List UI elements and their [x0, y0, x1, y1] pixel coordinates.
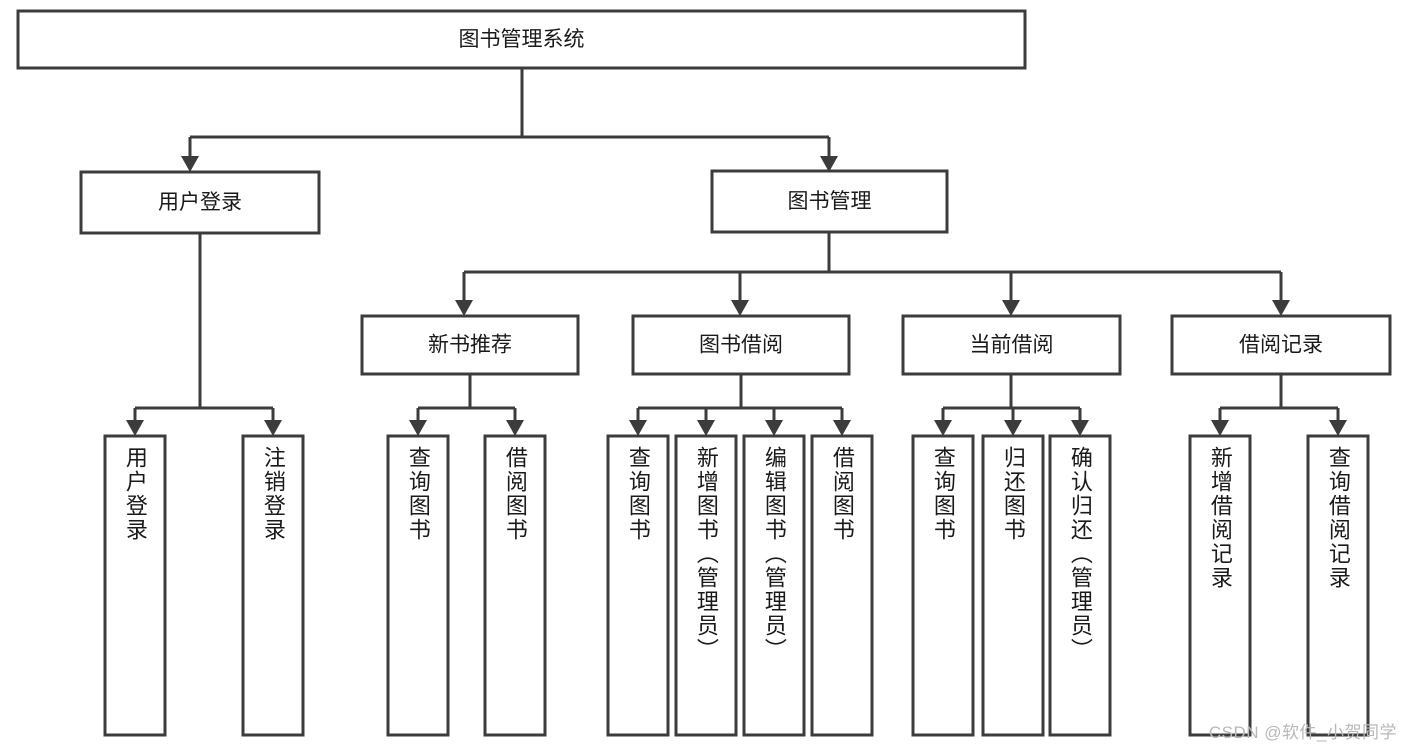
level2-node-2-label: 图书借阅 [699, 334, 783, 357]
leaf-node-10-rect[interactable] [981, 434, 1045, 737]
leaf-node-2-rect[interactable] [241, 434, 305, 737]
edge-level2-1-to-leaves-branch-0-arrowhead [409, 420, 427, 436]
edge-user-login-to-leaves-branch-0-arrowhead [126, 420, 144, 436]
level2-node-1[interactable] [360, 314, 580, 376]
edge-book-management-to-level2-branch-1-arrowhead [731, 300, 749, 316]
leaf-node-12-rect[interactable] [1188, 434, 1252, 737]
root-node-book-management-system[interactable] [16, 9, 1027, 70]
leaf-node-9[interactable] [911, 434, 975, 737]
leaf-node-11-rect[interactable] [1048, 434, 1112, 737]
leaf-node-3[interactable] [386, 434, 450, 737]
leaf-node-5[interactable] [606, 434, 670, 737]
level2-node-2[interactable] [631, 314, 851, 376]
leaf-node-7-rect[interactable] [742, 434, 806, 737]
leaf-node-6-rect[interactable] [674, 434, 738, 737]
edge-level2-3-to-leaves-branch-2-arrowhead [1071, 420, 1089, 436]
edge-user-login-to-leaves-branch-1-arrowhead [264, 420, 282, 436]
leaf-node-8-rect[interactable] [810, 434, 874, 737]
edge-level2-4-to-leaves-branch-0-arrowhead [1211, 420, 1229, 436]
leaf-node-13-rect[interactable] [1306, 434, 1370, 737]
level2-node-3[interactable] [901, 314, 1122, 376]
leaf-node-7[interactable] [742, 434, 806, 737]
edge-book-management-to-level2-branch-0-arrowhead [455, 300, 473, 316]
leaf-node-6[interactable] [674, 434, 738, 737]
edge-level2-3-to-leaves-branch-0-arrowhead [934, 420, 952, 436]
edge-level2-2-to-leaves-branch-0-arrowhead [629, 420, 647, 436]
edge-level2-2-to-leaves-branch-3-arrowhead [833, 420, 851, 436]
leaf-node-5-rect[interactable] [606, 434, 670, 737]
leaf-node-9-rect[interactable] [911, 434, 975, 737]
edge-level2-3-to-leaves-branch-1-arrowhead [1004, 420, 1022, 436]
level1-node-2-label: 图书管理 [788, 190, 872, 213]
root-node-book-management-system-label: 图书管理系统 [459, 28, 585, 51]
root-node-book-management-system-rect[interactable] [16, 9, 1027, 70]
edge-book-management-to-level2-branch-3-arrowhead [1272, 300, 1290, 316]
edge-level2-1-to-leaves-branch-1-arrowhead [506, 420, 524, 436]
leaf-node-4[interactable] [483, 434, 547, 737]
edges-layer [126, 68, 1347, 436]
leaf-node-1-rect[interactable] [103, 434, 167, 737]
level2-node-1-label: 新书推荐 [428, 334, 512, 357]
watermark: CSDN @软件_小贺同学 [1208, 723, 1397, 742]
level1-node-1-rect[interactable] [79, 170, 321, 235]
level1-node-2-rect[interactable] [710, 169, 949, 234]
level1-node-1[interactable] [79, 170, 321, 235]
edge-level2-4-to-leaves-branch-1-arrowhead [1329, 420, 1347, 436]
level1-node-2[interactable] [710, 169, 949, 234]
level2-node-4[interactable] [1170, 314, 1392, 376]
leaf-node-4-rect[interactable] [483, 434, 547, 737]
level2-node-4-rect[interactable] [1170, 314, 1392, 376]
leaf-node-12[interactable] [1188, 434, 1252, 737]
level2-node-3-label: 当前借阅 [970, 334, 1054, 357]
leaf-node-13[interactable] [1306, 434, 1370, 737]
level2-node-2-rect[interactable] [631, 314, 851, 376]
edge-root-to-level1-branch-1-arrowhead [820, 156, 838, 172]
leaf-node-1[interactable] [103, 434, 167, 737]
leaf-node-8[interactable] [810, 434, 874, 737]
leaf-node-3-rect[interactable] [386, 434, 450, 737]
level2-node-1-rect[interactable] [360, 314, 580, 376]
leaf-node-2[interactable] [241, 434, 305, 737]
level2-node-3-rect[interactable] [901, 314, 1122, 376]
level2-node-4-label: 借阅记录 [1239, 334, 1323, 357]
boxes-layer [16, 9, 1392, 737]
edge-level2-2-to-leaves-branch-2-arrowhead [765, 420, 783, 436]
level1-node-1-label: 用户登录 [158, 191, 242, 214]
leaf-node-10[interactable] [981, 434, 1045, 737]
edge-level2-2-to-leaves-branch-1-arrowhead [697, 420, 715, 436]
edge-root-to-level1-branch-0-arrowhead [181, 156, 199, 172]
leaf-node-11[interactable] [1048, 434, 1112, 737]
edge-book-management-to-level2-branch-2-arrowhead [1002, 300, 1020, 316]
